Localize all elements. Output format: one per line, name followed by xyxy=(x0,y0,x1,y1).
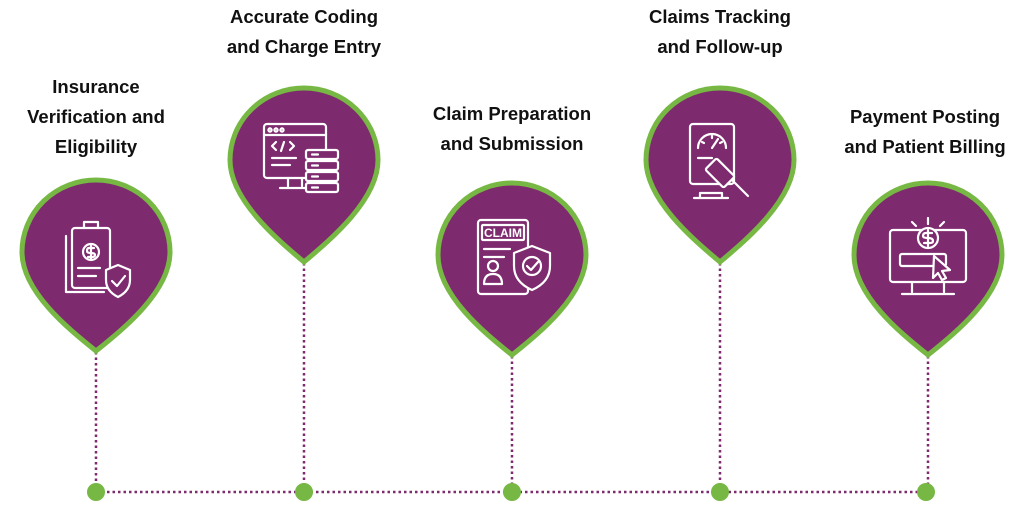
gauge-gavel-icon xyxy=(688,122,750,200)
claim-form-shield-icon: CLAIM xyxy=(476,218,552,296)
monitor-dollar-cursor-icon xyxy=(888,216,968,296)
step-4-label-line: Claims Tracking xyxy=(649,6,791,27)
step-2-label-line: Accurate Coding xyxy=(229,6,379,27)
step-1-label: Insurance Verification and Eligibility xyxy=(16,72,176,162)
step-5-node xyxy=(917,483,935,501)
code-monitor-icon xyxy=(262,122,340,194)
step-2-node xyxy=(295,483,313,501)
step-4-label-line: and Follow-up xyxy=(657,36,783,57)
step-3-pin xyxy=(435,180,589,359)
step-4-label: Claims Tracking and Follow-up xyxy=(630,2,810,62)
step-5-label-line: and Patient Billing xyxy=(844,136,1006,157)
step-1-pin xyxy=(19,177,173,355)
step-4-node xyxy=(711,483,729,501)
step-1-label-line: Eligibility xyxy=(54,136,138,157)
step-3-label: Claim Preparation and Submission xyxy=(412,99,612,159)
step-3-node xyxy=(503,483,521,501)
step-2-label: Accurate Coding and Charge Entry xyxy=(214,2,394,62)
step-5-label-line: Payment Posting xyxy=(849,106,1001,127)
step-2-pin xyxy=(227,85,381,266)
step-1-label-line: Insurance xyxy=(52,76,140,97)
step-1-label-line: Verification and xyxy=(27,106,165,127)
step-1-node xyxy=(87,483,105,501)
step-5-label: Payment Posting and Patient Billing xyxy=(828,102,1022,162)
step-3-label-line: Claim Preparation xyxy=(432,103,592,124)
claim-badge-text: CLAIM xyxy=(484,226,522,240)
step-2-label-line: and Charge Entry xyxy=(226,36,382,57)
clipboard-dollar-shield-icon xyxy=(64,220,132,299)
step-5-pin xyxy=(851,180,1005,359)
step-3-label-line: and Submission xyxy=(440,133,584,154)
